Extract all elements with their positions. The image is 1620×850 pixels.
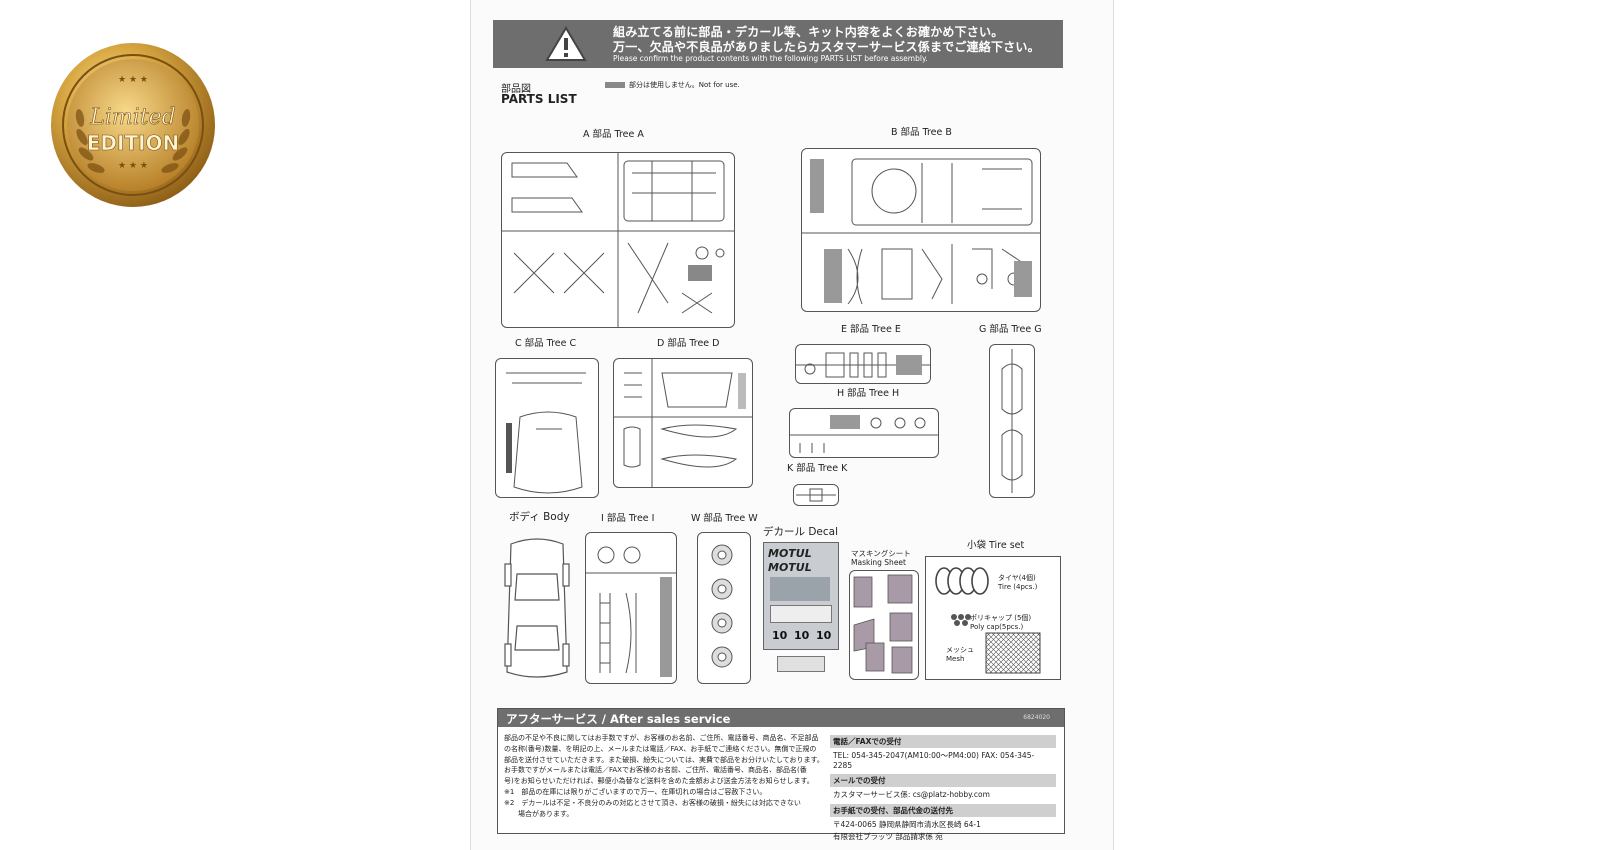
masking-sheet-label-jp: マスキングシート (851, 549, 911, 558)
warning-en: Please confirm the product contents with… (613, 54, 928, 63)
parts-list-title: PARTS LIST (501, 92, 577, 106)
warning-icon (545, 26, 587, 61)
legend-text: 部分は使用しません。Not for use. (629, 81, 740, 89)
tree-e-label: E 部品 Tree E (841, 324, 901, 335)
body-line-1: 部品の不足や不良に関してはお手数ですが、お客様のお名前、ご住所、電話番号、商品名… (504, 734, 819, 742)
tree-h-diagram (789, 408, 939, 458)
body-line-2: の名称(番号)数量、を明記の上、メールまたは電話／FAX、お手紙でご連絡ください… (504, 744, 817, 753)
warning-banner: 組み立てる前に部品・デカール等、キット内容をよくお確かめ下さい。 万一、欠品や不… (493, 20, 1063, 68)
decal-number-3: 10 (816, 629, 832, 642)
tree-b-label: B 部品 Tree B (891, 127, 952, 138)
post-heading: お手紙での受付、部品代金の送付先 (830, 804, 1056, 817)
after-sales-body: 部品の不足や不良に関してはお手数ですが、お客様のお名前、ご住所、電話番号、商品名… (504, 733, 830, 819)
body-label: ボディ Body (509, 511, 570, 523)
car-body-diagram (503, 534, 571, 682)
tree-a-label: A 部品 Tree A (583, 129, 644, 140)
decal-label: デカール Decal (763, 526, 839, 538)
decal-brand-1: MOTUL (768, 547, 812, 560)
tire-set-box: タイヤ(4個) Tire (4pcs.) ポリキャップ (5個) Poly ca… (925, 556, 1061, 680)
tree-e-diagram (795, 344, 931, 384)
product-code: 6824020 (1023, 714, 1050, 721)
mail-value: カスタマーサービス係: cs@platz-hobby.com (833, 790, 990, 799)
tree-b-diagram (801, 148, 1041, 312)
contact-info: 電話／FAXでの受付 TEL: 054-345-2047(AM10:00〜PM4… (830, 733, 1056, 844)
decal-small-sheet (777, 656, 825, 672)
note-2b: 場合があります。 (518, 809, 574, 818)
decal-brand-2: MOTUL (768, 561, 812, 574)
tree-h-label: H 部品 Tree H (837, 388, 900, 399)
note-1: ※1 部品の在庫には限りがございますので万一、在庫切れの場合はご容赦下さい。 (504, 787, 767, 796)
tire-label-en: Tire (4pcs.) (998, 583, 1038, 591)
polycap-label-en: Poly cap(5pcs.) (970, 623, 1024, 631)
tree-c-diagram (495, 358, 599, 498)
tel-fax-value: TEL: 054-345-2047(AM10:00〜PM4:00) FAX: 0… (833, 751, 1035, 770)
tree-k-label: K 部品 Tree K (787, 463, 848, 474)
masking-sheet-label-en: Masking Sheet (851, 558, 906, 567)
masking-sheet (849, 570, 919, 680)
after-sales-service-box: アフターサービス / After sales service 6824020 部… (497, 708, 1065, 841)
tree-d-label: D 部品 Tree D (657, 338, 720, 349)
post-address: 〒424-0065 静岡県静岡市清水区長崎 64-1 (833, 820, 981, 829)
tree-g-diagram (989, 344, 1035, 498)
warning-jp-line1: 組み立てる前に部品・デカール等、キット内容をよくお確かめ下さい。 (613, 25, 1004, 39)
tree-w-diagram (697, 532, 751, 684)
mesh-label-jp: メッシュ (946, 646, 974, 654)
tire-label-jp: タイヤ(4個) (998, 574, 1036, 582)
tree-g-label: G 部品 Tree G (979, 324, 1042, 335)
tree-c-label: C 部品 Tree C (515, 338, 577, 349)
tree-a-diagram (501, 152, 735, 328)
mesh-label-en: Mesh (946, 655, 965, 663)
after-sales-header: アフターサービス / After sales service 6824020 (498, 709, 1064, 727)
post-recipient: 有限会社プラッツ 部品請求係 宛 (833, 832, 943, 841)
tel-fax-heading: 電話／FAXでの受付 (830, 735, 1056, 748)
badge-stars-bottom: ★ ★ ★ (118, 161, 148, 171)
tree-k-diagram (793, 484, 839, 506)
not-for-use-legend: 部分は使用しません。Not for use. (605, 80, 740, 90)
badge-line1: Limited (89, 105, 176, 130)
parts-list-sheet: 組み立てる前に部品・デカール等、キット内容をよくお確かめ下さい。 万一、欠品や不… (470, 0, 1114, 850)
tree-d-diagram (613, 358, 753, 488)
tree-i-label: I 部品 Tree I (601, 513, 655, 524)
grey-swatch (605, 82, 625, 88)
decal-sheet: MOTUL MOTUL 10 10 10 (763, 542, 839, 650)
badge-line2: EDITION (87, 131, 180, 155)
body-line-3: 部品を送付させていただきます。また破損、紛失については、実費で部品をお分けいたし… (504, 755, 824, 764)
after-sales-title: アフターサービス / After sales service (506, 712, 731, 726)
warning-jp-line2: 万一、欠品や不良品がありましたらカスタマーサービス係までご連絡下さい。 (613, 40, 1040, 54)
decal-stripes (770, 577, 830, 601)
decal-panel (770, 605, 832, 623)
tire-set-label: 小袋 Tire set (967, 540, 1025, 551)
note-2a: ※2 デカールは不足・不良分のみの対応とさせて頂き、お客様の破損・紛失には対応で… (504, 798, 801, 807)
mail-heading: メールでの受付 (830, 774, 1056, 787)
badge-stars-top: ★ ★ ★ (118, 75, 148, 85)
limited-edition-badge: ★ ★ ★ Limited EDITION ★ ★ ★ (50, 42, 216, 208)
tree-i-diagram (585, 532, 677, 684)
polycap-label-jp: ポリキャップ (5個) (970, 614, 1032, 622)
tree-w-label: W 部品 Tree W (691, 513, 758, 524)
body-line-5: 号)をお知らせいただければ、郵便小為替など送料を含めた金額および送金方法をお知ら… (504, 777, 814, 786)
body-line-4: お手数ですがメールまたは電話／FAXでお客様のお名前、ご住所、電話番号、商品名、… (504, 766, 807, 775)
parts-list-title-jp: 部品図 (501, 84, 531, 95)
decal-number-1: 10 (772, 629, 788, 642)
decal-number-2: 10 (794, 629, 810, 642)
